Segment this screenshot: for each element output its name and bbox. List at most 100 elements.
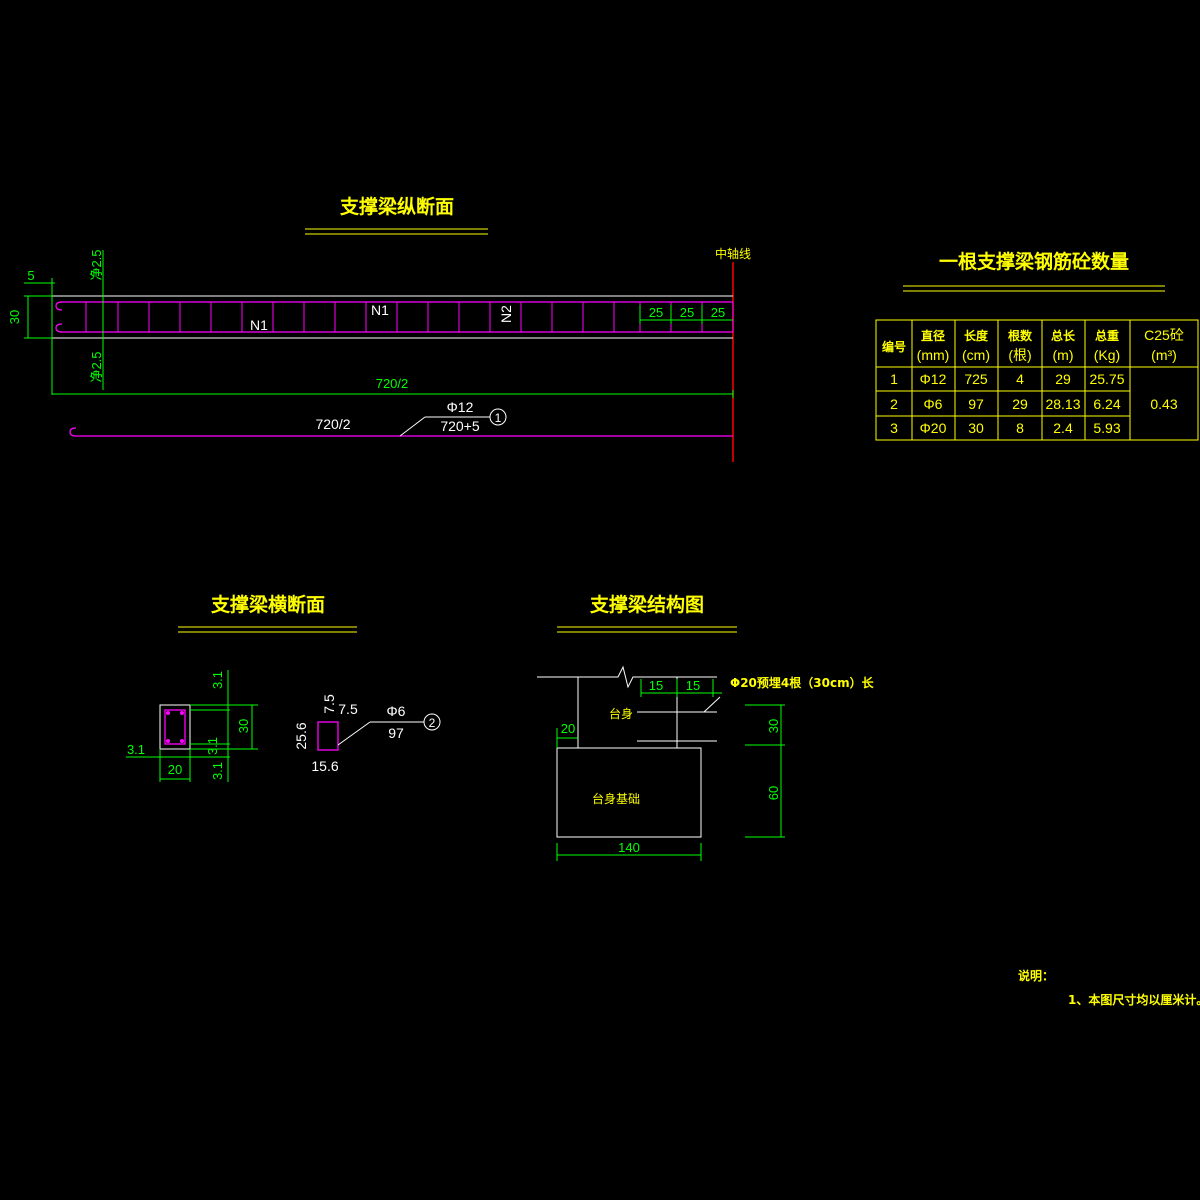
header-no: 编号 <box>881 339 906 354</box>
bar-1-detail <box>69 427 733 437</box>
table-grid <box>875 319 1199 441</box>
stirrup-group <box>85 302 734 332</box>
header-concrete-unit: (m³) <box>1151 347 1177 363</box>
stirrup-hook: 7.5 <box>321 694 337 714</box>
dim-30: 30 <box>7 310 22 324</box>
bar-number: 1 <box>495 411 502 425</box>
cell: Φ6 <box>924 396 943 412</box>
cell: 2 <box>890 396 898 412</box>
cover-top: 净2.5 <box>89 249 104 280</box>
cell: 3 <box>890 420 898 436</box>
cross-section: 支撑梁横断面 3.1 30 3.1 3.1 3.1 20 25.6 7 <box>126 593 441 782</box>
header-weight: 总重 <box>1095 328 1119 343</box>
table-row: 1 Φ12 725 4 29 25.75 <box>890 371 1125 387</box>
longitudinal-title: 支撑梁纵断面 <box>339 195 454 218</box>
cell: 4 <box>1016 371 1024 387</box>
stirrup-w: 15.6 <box>311 758 338 774</box>
bar-dia: Φ12 <box>447 399 474 415</box>
width: 20 <box>168 762 182 777</box>
cross-title: 支撑梁横断面 <box>210 593 325 616</box>
stirrup-len: 97 <box>388 725 404 741</box>
notes-label: 说明： <box>1018 968 1054 983</box>
rebar-dot <box>180 739 184 743</box>
stirrup-number: 2 <box>429 716 436 730</box>
rebar-dot <box>180 711 184 715</box>
stirrup-hook2: 7.5 <box>338 701 358 717</box>
cell: Φ12 <box>920 371 947 387</box>
dim-5: 5 <box>27 268 34 283</box>
notes-line-1: 1、本图尺寸均以厘米计。 <box>1068 992 1200 1007</box>
bar-number-circle <box>489 408 507 426</box>
dim-15: 15 <box>686 678 700 693</box>
cell: 30 <box>968 420 984 436</box>
structure-title: 支撑梁结构图 <box>589 593 704 616</box>
cover-right-top: 3.1 <box>205 737 220 755</box>
rebar-hook <box>55 301 63 311</box>
label-n2: N2 <box>498 305 514 323</box>
header-count: 根数 <box>1008 328 1033 343</box>
cover-left: 3.1 <box>127 742 145 757</box>
cell: 725 <box>964 371 988 387</box>
cell: 1 <box>890 371 898 387</box>
leader-line <box>399 416 426 437</box>
spacing-dim: 25 <box>649 305 663 320</box>
header-total-len-unit: (m) <box>1053 347 1074 363</box>
stirrup-outline <box>164 709 186 745</box>
left-dims <box>24 250 734 398</box>
longitudinal-section: 支撑梁纵断面 中轴线 N1 N1 N2 25 25 25 <box>7 195 751 462</box>
rebar-dot <box>166 739 170 743</box>
cover-bottom: 净2.5 <box>89 351 104 382</box>
cover-top: 3.1 <box>210 671 225 689</box>
dim-half-length: 720/2 <box>376 376 409 391</box>
cell: 8 <box>1016 420 1024 436</box>
label-n1-left: N1 <box>250 317 268 333</box>
label-n1-mid: N1 <box>371 302 389 318</box>
cross-dims <box>126 670 258 782</box>
bar-half-length: 720/2 <box>315 416 350 432</box>
cell: 5.93 <box>1093 420 1120 436</box>
structure-diagram: 支撑梁结构图 15 15 <box>537 593 875 861</box>
foundation-label: 台身基础 <box>592 791 640 806</box>
stirrup-h: 25.6 <box>293 722 309 749</box>
cell: 29 <box>1012 396 1028 412</box>
dim-30: 30 <box>766 719 781 733</box>
cover-right-bottom: 3.1 <box>210 762 225 780</box>
dowel-note: Φ20预埋4根（30cm）长 <box>730 675 875 690</box>
concrete-volume: 0.43 <box>1150 396 1177 412</box>
cell: 25.75 <box>1089 371 1124 387</box>
cell: 6.24 <box>1093 396 1120 412</box>
cell: 28.13 <box>1045 396 1080 412</box>
dim-20: 20 <box>561 721 575 736</box>
header-len: 长度 <box>964 328 989 343</box>
table-row: 2 Φ6 97 29 28.13 6.24 <box>890 396 1121 412</box>
notes: 说明： 1、本图尺寸均以厘米计。 <box>1018 968 1200 1007</box>
dim-60: 60 <box>766 786 781 800</box>
bar-length: 720+5 <box>440 418 480 434</box>
header-concrete: C25砼 <box>1144 327 1184 343</box>
dim-140: 140 <box>618 840 640 855</box>
header-dia: 直径 <box>921 328 945 343</box>
spacing-dim: 25 <box>711 305 725 320</box>
header-len-unit: (cm) <box>962 347 990 363</box>
spacing-dim: 25 <box>680 305 694 320</box>
table-title: 一根支撑梁钢筋砼数量 <box>939 250 1129 273</box>
stirrup-dia: Φ6 <box>387 703 406 719</box>
stirrup-number-circle <box>423 713 441 731</box>
cell: 29 <box>1055 371 1071 387</box>
abutment-outline <box>537 665 721 838</box>
cell: 97 <box>968 396 984 412</box>
cell: Φ20 <box>920 420 947 436</box>
rebar-dot <box>166 711 170 715</box>
header-total-len: 总长 <box>1051 328 1076 343</box>
structure-dims <box>556 679 785 861</box>
height: 30 <box>236 719 251 733</box>
section-outline <box>159 704 191 750</box>
abutment-label: 台身 <box>609 706 633 721</box>
leader-line <box>337 721 371 746</box>
cell: 2.4 <box>1053 420 1073 436</box>
table-row: 3 Φ20 30 8 2.4 5.93 <box>890 420 1121 436</box>
header-weight-unit: (Kg) <box>1094 347 1120 363</box>
header-dia-unit: (mm) <box>917 347 950 363</box>
centerline-label: 中轴线 <box>715 246 751 261</box>
